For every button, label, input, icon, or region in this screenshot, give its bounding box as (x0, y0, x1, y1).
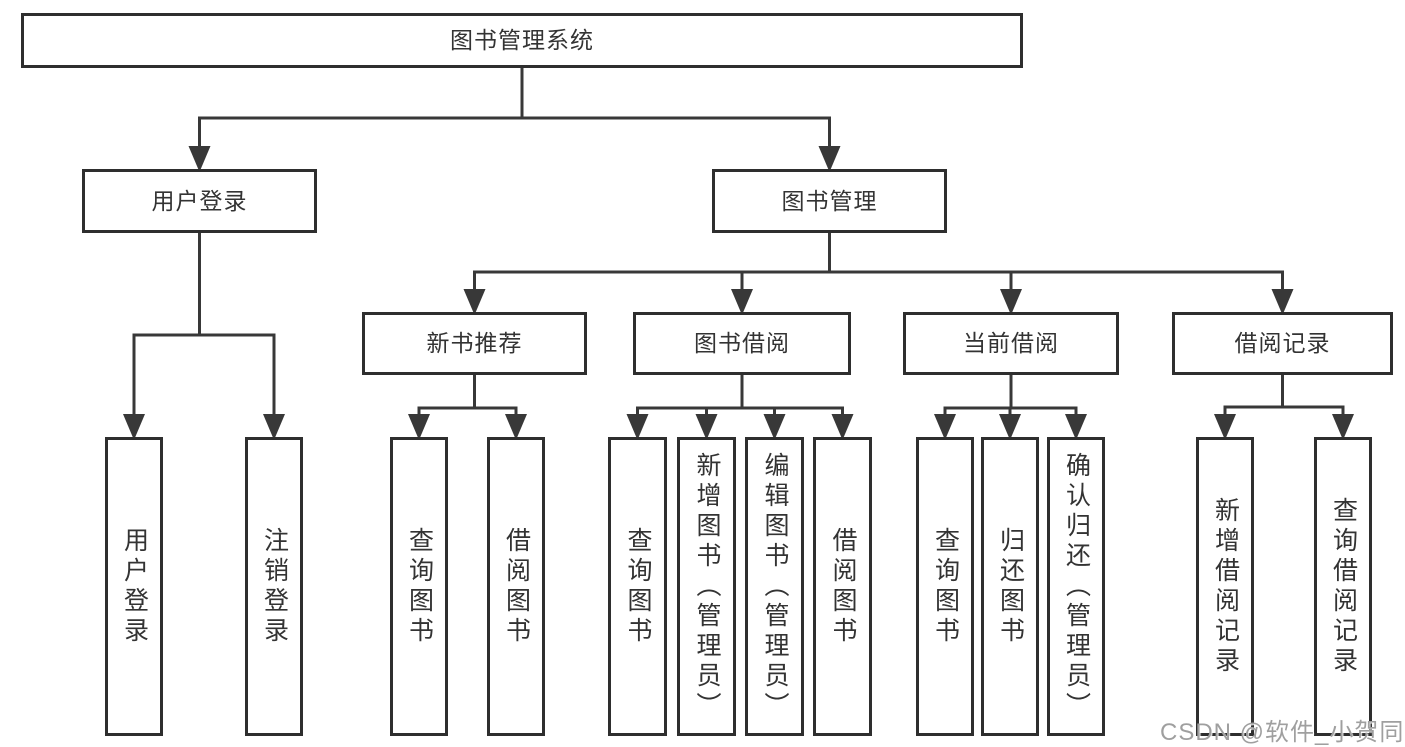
node-label-borrow-records: 借阅记录 (1234, 330, 1331, 356)
node-label-leaf-bb-query: 查询图书 (624, 526, 652, 647)
node-borrow-records: 借阅记录 (1172, 312, 1393, 375)
node-label-user-login: 用户登录 (151, 187, 248, 214)
node-leaf-bb-add: 新增图书（管理员） (677, 437, 736, 736)
node-leaf-cb-return: 归还图书 (981, 437, 1039, 736)
node-label-current-borrow: 当前借阅 (963, 330, 1059, 356)
node-leaf-br-add: 新增借阅记录 (1196, 437, 1254, 736)
node-leaf-user-login: 用户登录 (105, 437, 163, 736)
node-leaf-logout: 注销登录 (245, 437, 303, 736)
arrowhead-icon (763, 414, 786, 440)
node-label-leaf-cb-return: 归还图书 (996, 526, 1025, 647)
arrowhead-icon (731, 289, 753, 315)
arrowhead-icon (1065, 414, 1087, 440)
node-label-leaf-bb-edit: 编辑图书（管理员） (761, 451, 789, 722)
arrowhead-icon (463, 289, 486, 315)
node-label-leaf-cb-query: 查询图书 (931, 526, 960, 647)
node-leaf-cb-query: 查询图书 (916, 437, 974, 736)
arrowhead-icon (123, 414, 145, 440)
arrowhead-icon (263, 414, 285, 440)
node-label-leaf-user-login: 用户登录 (120, 526, 149, 647)
watermark-text: CSDN @软件_小贺同学 (1160, 719, 1405, 746)
node-label-leaf-bb-borrow: 借阅图书 (829, 526, 857, 647)
arrowhead-icon (188, 146, 211, 172)
node-label-leaf-bb-add: 新增图书（管理员） (693, 451, 721, 722)
arrowhead-icon (695, 414, 718, 440)
arrowhead-icon (818, 146, 841, 172)
arrowhead-icon (626, 414, 649, 440)
node-leaf-bb-edit: 编辑图书（管理员） (745, 437, 804, 736)
node-label-book-borrow: 图书借阅 (694, 330, 790, 356)
arrowhead-icon (999, 414, 1021, 440)
arrowhead-icon (408, 414, 430, 440)
node-current-borrow: 当前借阅 (903, 312, 1119, 375)
node-book-borrow: 图书借阅 (633, 312, 851, 375)
node-root: 图书管理系统 (21, 13, 1023, 68)
arrowhead-icon (1332, 414, 1354, 440)
node-label-leaf-nbr-borrow: 借阅图书 (502, 526, 531, 647)
arrowhead-icon (1214, 414, 1236, 440)
node-label-new-book-rec: 新书推荐 (426, 330, 523, 356)
node-label-leaf-nbr-query: 查询图书 (405, 526, 434, 647)
node-leaf-nbr-borrow: 借阅图书 (487, 437, 545, 736)
arrowhead-icon (831, 414, 854, 440)
node-leaf-bb-query: 查询图书 (608, 437, 667, 736)
arrowhead-icon (1000, 289, 1022, 315)
node-leaf-nbr-query: 查询图书 (390, 437, 448, 736)
node-leaf-bb-borrow: 借阅图书 (813, 437, 872, 736)
arrowhead-icon (505, 414, 527, 440)
node-leaf-br-query: 查询借阅记录 (1314, 437, 1372, 736)
node-new-book-rec: 新书推荐 (362, 312, 587, 375)
node-book-mgmt: 图书管理 (712, 169, 947, 233)
node-label-leaf-logout: 注销登录 (260, 526, 289, 647)
node-label-leaf-br-query: 查询借阅记录 (1329, 496, 1358, 677)
node-label-book-mgmt: 图书管理 (781, 187, 878, 214)
node-label-leaf-br-add: 新增借阅记录 (1211, 496, 1240, 677)
arrowhead-icon (934, 414, 956, 440)
node-user-login: 用户登录 (82, 169, 317, 233)
arrowhead-icon (1271, 289, 1294, 315)
node-label-root: 图书管理系统 (450, 27, 594, 53)
node-label-leaf-cb-confirm: 确认归还（管理员） (1062, 451, 1091, 722)
node-leaf-cb-confirm: 确认归还（管理员） (1047, 437, 1105, 736)
